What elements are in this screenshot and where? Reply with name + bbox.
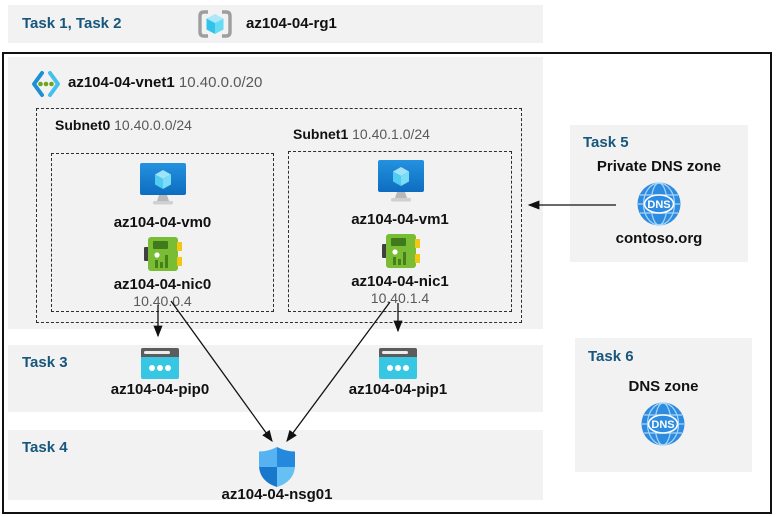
task4-band: Task 4 az104-04-nsg01 (8, 430, 543, 503)
private-dns-zone-title: Private DNS zone (596, 158, 722, 175)
task5-box: Task 5 Private DNS zone DNS contoso.org (570, 125, 748, 262)
subnet0-label: Subnet0 10.40.0.0/24 (55, 117, 192, 133)
task3-label: Task 3 (22, 354, 68, 371)
vnet-region: az104-04-vnet1 10.40.0.0/20 Subnet0 10.4… (8, 57, 543, 329)
dns-zone-title: DNS zone (628, 378, 699, 395)
nic1-ip: 10.40.1.4 (370, 290, 430, 306)
subnet0-cidr: 10.40.0.0/24 (114, 117, 192, 133)
private-dns-icon-text: DNS (647, 199, 670, 211)
subnets-outer-box: Subnet0 10.40.0.0/24 Subnet1 10.40.1.0/2… (36, 108, 522, 323)
task4-label: Task 4 (22, 439, 68, 456)
nic1-icon (382, 234, 420, 268)
resource-group-name: az104-04-rg1 (246, 15, 337, 32)
resource-group-band: Task 1, Task 2 az104-04-rg1 (8, 5, 543, 43)
nic0-icon (144, 237, 182, 271)
dns-zone-icon-text: DNS (651, 419, 674, 431)
vm0-icon (140, 163, 186, 205)
vnet-icon (32, 71, 60, 97)
pip0-icon (141, 348, 179, 379)
pip1-icon (379, 348, 417, 379)
resource-group-icon (198, 10, 232, 38)
vm1-icon (378, 160, 424, 202)
nic0-label: az104-04-nic0 (113, 276, 212, 293)
private-dns-icon: DNS (637, 182, 681, 226)
nsg-shield-icon (259, 447, 295, 487)
task6-box: Task 6 DNS zone DNS (575, 338, 752, 472)
task12-label: Task 1, Task 2 (22, 15, 122, 32)
subnet1-label: Subnet1 10.40.1.0/24 (293, 126, 430, 142)
nsg-label: az104-04-nsg01 (221, 486, 333, 503)
private-dns-zone-name: contoso.org (615, 230, 703, 247)
nic1-label: az104-04-nic1 (351, 273, 449, 290)
subnet0-box: az104-04-vm0 az104-04-nic0 10.40.0.4 (51, 153, 274, 312)
task5-label: Task 5 (583, 134, 629, 151)
task6-label: Task 6 (588, 348, 634, 365)
vnet-title: az104-04-vnet1 10.40.0.0/20 (68, 74, 262, 91)
pip1-label: az104-04-pip1 (348, 381, 448, 398)
task3-band: Task 3 az104-04-pip0 az104-04-pip1 (8, 345, 543, 412)
vm1-label: az104-04-vm1 (351, 211, 449, 228)
vnet-name: az104-04-vnet1 (68, 74, 175, 91)
subnet1-cidr: 10.40.1.0/24 (352, 126, 430, 142)
subnet1-box: az104-04-vm1 az104-04-nic1 10.40.1.4 (288, 151, 512, 312)
dns-zone-icon: DNS (641, 402, 685, 446)
vnet-cidr: 10.40.0.0/20 (178, 74, 263, 91)
subnet0-name: Subnet0 (55, 117, 111, 133)
subnet1-name: Subnet1 (293, 126, 349, 142)
pip0-label: az104-04-pip0 (110, 381, 210, 398)
nic0-ip: 10.40.0.4 (133, 293, 192, 309)
vm0-label: az104-04-vm0 (113, 214, 212, 231)
